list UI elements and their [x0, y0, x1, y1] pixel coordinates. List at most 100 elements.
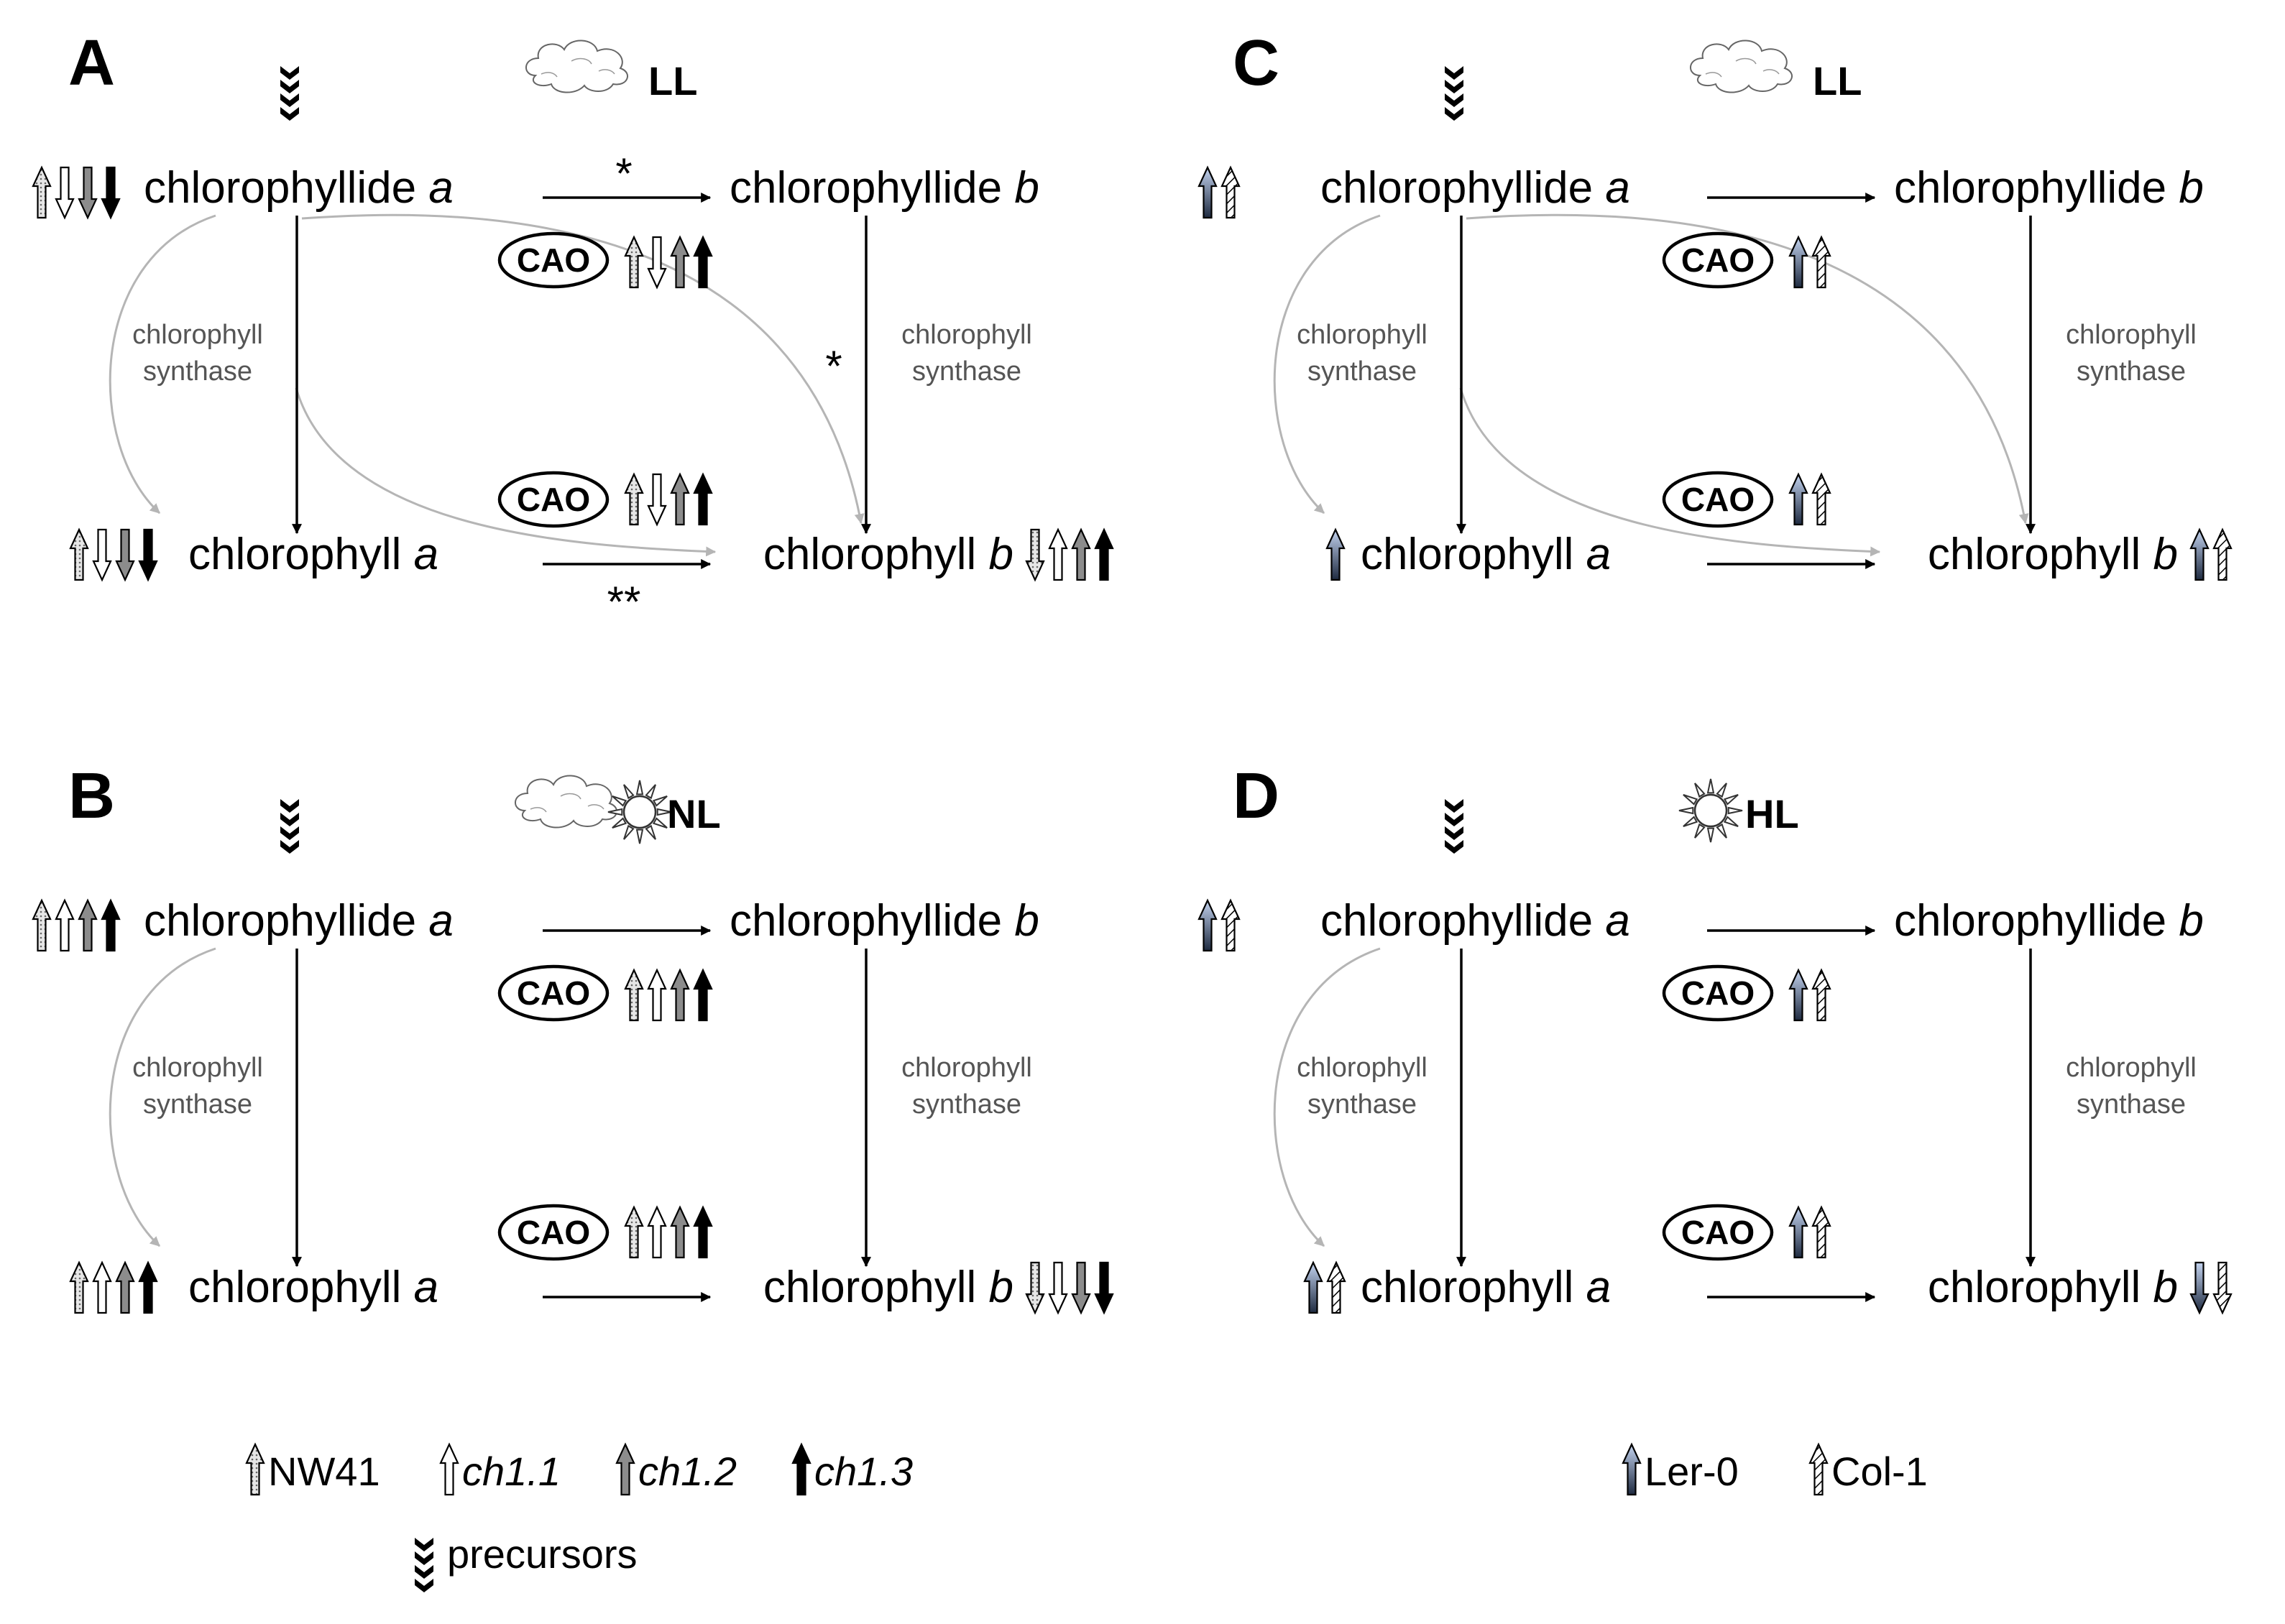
ch13-up-arrow-icon	[693, 1205, 713, 1259]
light-condition-label: LL	[648, 58, 697, 103]
chlorophyllide-b-label: chlorophyllide b	[1894, 163, 2204, 213]
legend-label-ch13: ch1.3	[814, 1449, 913, 1494]
light-condition-label: LL	[1813, 58, 1862, 103]
significance-mark: **	[607, 578, 641, 626]
ler0-up-arrow-icon	[1622, 1442, 1642, 1496]
ch12-up-arrow-icon	[1071, 527, 1091, 581]
significance-mark: *	[615, 149, 632, 198]
legend-item-col1: Col-1	[1808, 1442, 1928, 1496]
col1-up-arrow-icon	[1220, 165, 1241, 219]
nw41-up-arrow-icon	[69, 1260, 89, 1314]
cao-oval-bottom: CAO	[1662, 471, 1774, 528]
legend-item-ch12: ch1.2	[615, 1442, 737, 1496]
chlorophyllide-a-label: chlorophyllide a	[144, 896, 454, 946]
chlorophyll-a-label: chlorophyll a	[188, 1263, 438, 1312]
nw41-up-arrow-icon	[624, 968, 644, 1022]
ch12-up-arrow-icon	[78, 898, 98, 952]
cao-oval-bottom: CAO	[497, 1204, 610, 1261]
arrows-cao-bottom	[1788, 1205, 1831, 1259]
ler0-up-arrow-icon	[1788, 968, 1808, 1022]
ler0-down-arrow-icon	[2189, 1261, 2210, 1315]
arrows-cao-bottom	[1788, 472, 1831, 526]
ch12-down-arrow-icon	[1071, 1261, 1091, 1315]
ch13-up-arrow-icon	[693, 968, 713, 1022]
ch13-down-arrow-icon	[138, 528, 158, 582]
arrows-chlorophyll-a	[1303, 1260, 1346, 1314]
arrows-chlorophyll-b	[2189, 1261, 2233, 1315]
ch12-up-arrow-icon	[670, 968, 690, 1022]
nw41-up-arrow-icon	[624, 235, 644, 289]
arrows-chlorophyll-a	[1325, 527, 1346, 581]
arrows-chlorophyllide-a	[32, 898, 121, 952]
ch11-down-arrow-icon	[647, 236, 667, 290]
light-condition-label: HL	[1745, 791, 1799, 836]
cao-oval-top: CAO	[497, 231, 610, 289]
ler0-up-arrow-icon	[2189, 527, 2210, 581]
ch11-down-arrow-icon	[647, 473, 667, 527]
cao-oval-bottom: CAO	[1662, 1204, 1774, 1261]
panel-b-letter: B	[68, 760, 115, 832]
legend-precursors-icon	[415, 1538, 433, 1592]
svg-text:CAO: CAO	[517, 1214, 590, 1251]
ler0-up-arrow-icon	[1788, 235, 1808, 289]
arrows-chlorophyll-a	[69, 527, 158, 582]
ch13-up-arrow-icon	[693, 472, 713, 526]
ch12-down-arrow-icon	[78, 166, 98, 220]
nw41-up-arrow-icon	[69, 527, 89, 581]
ch12-up-arrow-icon	[670, 472, 690, 526]
chlorophyllide-b-label: chlorophyllide b	[1894, 896, 2204, 946]
panel-d-letter: D	[1233, 760, 1279, 832]
ch11-down-arrow-icon	[55, 166, 75, 220]
cao-oval-top: CAO	[497, 964, 610, 1022]
ch13-up-arrow-icon	[138, 1260, 158, 1314]
ch11-up-arrow-icon	[439, 1442, 459, 1496]
nw41-up-arrow-icon	[624, 472, 644, 526]
chlorophyllide-a-label: chlorophyllide a	[1320, 163, 1630, 213]
ler0-up-arrow-icon	[1197, 898, 1218, 952]
nw41-up-arrow-icon	[32, 165, 52, 219]
legend-item-nw41: NW41	[245, 1442, 380, 1496]
ch11-up-arrow-icon	[647, 968, 667, 1022]
ch11-down-arrow-icon	[1048, 1261, 1068, 1315]
svg-text:CAO: CAO	[1681, 1214, 1755, 1251]
col1-up-arrow-icon	[2212, 527, 2233, 581]
chlorophyll-b-label: chlorophyll b	[763, 1263, 1013, 1312]
precursors-icon	[1445, 66, 1463, 121]
precursors-icon	[280, 66, 299, 121]
cloud-icon	[1690, 40, 1793, 93]
legend-item-ler0: Ler-0	[1622, 1442, 1739, 1496]
legend-item-ch13: ch1.3	[791, 1442, 913, 1496]
significance-mark: *	[825, 342, 842, 390]
chlorophyll-a-label: chlorophyll a	[1361, 1263, 1611, 1312]
ler0-up-arrow-icon	[1325, 527, 1346, 581]
svg-text:CAO: CAO	[1681, 241, 1755, 279]
curve-chlide-a-to-chl-a	[1273, 214, 1381, 515]
panel-c-letter: C	[1233, 27, 1279, 99]
col1-up-arrow-icon	[1811, 968, 1831, 1022]
precursors-icon	[1445, 799, 1463, 854]
curve-chlide-a-to-chl-a	[109, 947, 216, 1247]
arrows-chlorophyllide-a	[1197, 165, 1241, 219]
arrows-cao-top	[1788, 235, 1831, 289]
cloud-icon	[515, 775, 618, 829]
svg-text:CAO: CAO	[517, 481, 590, 518]
legend-label-ler0: Ler-0	[1645, 1449, 1739, 1494]
ch12-up-arrow-icon	[115, 1260, 135, 1314]
ch13-down-arrow-icon	[101, 166, 121, 220]
ch13-up-arrow-icon	[101, 898, 121, 952]
light-condition-label: NL	[667, 791, 721, 836]
ler0-up-arrow-icon	[1303, 1260, 1323, 1314]
col1-up-arrow-icon	[1811, 235, 1831, 289]
ch13-up-arrow-icon	[791, 1442, 812, 1496]
sun-icon	[1678, 778, 1743, 843]
